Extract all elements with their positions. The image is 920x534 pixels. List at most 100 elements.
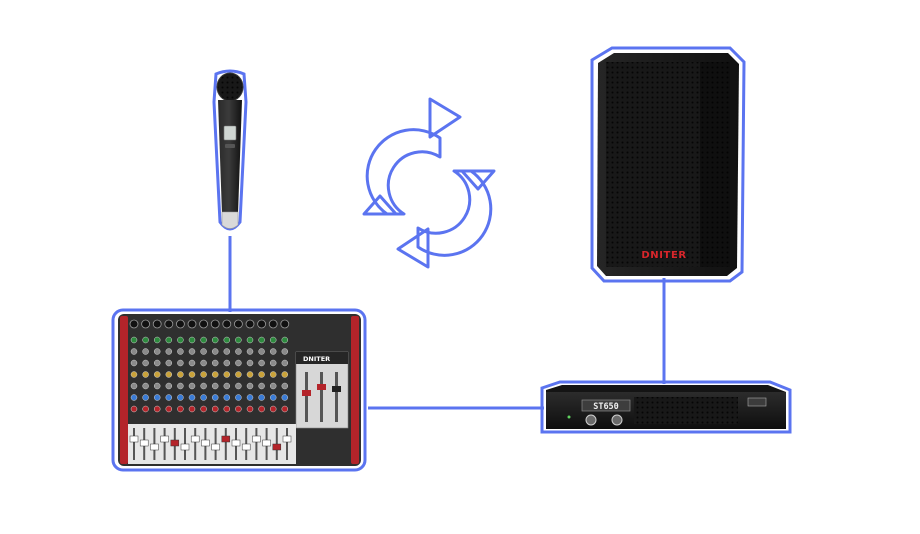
microphone-grille <box>216 72 244 102</box>
mixer-channel-knob <box>153 394 161 401</box>
mixer-fader-cap <box>211 443 220 451</box>
mixer-fader-cap <box>180 443 190 451</box>
mixer-channel-knob <box>269 371 277 378</box>
mixer-channel-knob <box>200 405 207 413</box>
mixer-input-jack <box>187 319 197 329</box>
mixer-channel-knob <box>142 348 149 355</box>
amplifier-model-badge <box>581 399 631 412</box>
mixer-fader-cap <box>262 439 271 447</box>
mixer-channel-knob <box>281 371 289 378</box>
mixer-fader-cap <box>241 443 251 451</box>
audio-mixer: DNITER <box>111 308 367 472</box>
mixer-channel-knob <box>281 394 289 401</box>
mixer-fader-cap <box>150 443 159 451</box>
mixer-channel-strips <box>129 319 290 413</box>
mixer-channel-knob <box>235 405 242 413</box>
speaker-brand-logo: DNITER <box>641 250 686 261</box>
mixer-input-jack <box>245 319 255 329</box>
mixer-channel-knob <box>211 382 219 390</box>
mixer-channel-knob <box>153 348 161 355</box>
mixer-channel-knob <box>142 371 149 378</box>
mixer-channel-knob <box>246 371 254 378</box>
mixer-channel-knob <box>211 394 219 401</box>
mixer-input-jack <box>164 319 174 329</box>
mixer-channel-knob <box>130 371 138 378</box>
mixer-channel-knob <box>188 371 196 378</box>
mixer-fader-cap <box>190 435 200 443</box>
mixer-channel-knob <box>165 382 173 390</box>
mixer-channel-knob <box>258 359 265 367</box>
amplifier-model-label: ST650 <box>593 402 619 412</box>
mixer-channel-knob <box>130 405 138 413</box>
mixer-channel-knob <box>281 348 289 355</box>
mixer-channel-knob <box>165 336 173 344</box>
mixer-fader-cap <box>221 435 231 443</box>
mixer-channel-knob <box>142 359 149 367</box>
mixer-channel-knob <box>258 371 265 378</box>
mixer-channel-knob <box>130 394 138 401</box>
mixer-input-jack <box>175 319 185 329</box>
mixer-input-jack <box>222 319 232 329</box>
mixer-input-jack <box>141 319 151 329</box>
mixer-channel-knob <box>200 371 207 378</box>
mixer-channel-knob <box>258 348 265 355</box>
mixer-channel-knob <box>165 371 173 378</box>
mixer-channel-knob <box>130 336 138 344</box>
mixer-channel-knob <box>200 394 207 401</box>
mixer-input-jack <box>268 319 278 329</box>
mixer-channel-knob <box>223 359 231 367</box>
mixer-channel-knob <box>235 336 242 344</box>
mixer-channel-knob <box>223 371 231 378</box>
mixer-fader-cap <box>160 435 169 443</box>
mixer-channel-knob <box>188 359 196 367</box>
mixer-channel-knob <box>246 405 254 413</box>
mixer-channel-knob <box>142 382 149 390</box>
mixer-channel-knob <box>211 359 219 367</box>
microphone-display <box>223 125 237 141</box>
mixer-channel-knob <box>211 336 219 344</box>
mixer-channel-knob <box>281 405 289 413</box>
mixer-input-jack <box>199 319 209 329</box>
mixer-channel-knob <box>223 405 231 413</box>
mixer-channel-knob <box>153 371 161 378</box>
mixer-channel-knob <box>211 371 219 378</box>
mixer-channel-knob <box>153 359 161 367</box>
mixer-channel-knob <box>153 405 161 413</box>
mixer-channel-knob <box>269 394 277 401</box>
mixer-channel-knob <box>223 394 231 401</box>
mixer-channel-knob <box>235 382 242 390</box>
loudspeaker: DNITER <box>590 46 746 283</box>
mixer-channel-knob <box>177 348 184 355</box>
mixer-fader-cap <box>282 435 292 443</box>
mixer-input-jack <box>233 319 243 329</box>
mixer-channel-knob <box>188 348 196 355</box>
mixer-channel-knob <box>177 359 184 367</box>
mixer-channel-knob <box>200 382 207 390</box>
mixer-channel-knob <box>142 405 149 413</box>
mixer-fader-cap <box>170 439 180 447</box>
mixer-channel-knob <box>269 405 277 413</box>
mixer-channel-knob <box>281 382 289 390</box>
mixer-channel-knob <box>246 336 254 344</box>
mixer-channel-knob <box>130 382 138 390</box>
mixer-channel-knob <box>235 371 242 378</box>
mixer-channel-knob <box>246 348 254 355</box>
amplifier-knob-right <box>611 414 623 426</box>
speaker-grille <box>606 62 730 267</box>
mixer-input-jack <box>280 319 290 329</box>
mixer-channel-knob <box>188 394 196 401</box>
mixer-channel-knob <box>188 336 196 344</box>
mixer-channel-knob <box>269 336 277 344</box>
mixer-channel-knob <box>142 394 149 401</box>
mixer-fader-cap <box>129 435 139 443</box>
mixer-fader-track <box>194 428 197 460</box>
mixer-channel-knob <box>211 348 219 355</box>
mixer-channel-knob <box>223 348 231 355</box>
mixer-channel-knob <box>211 405 219 413</box>
mixer-channel-knob <box>235 348 242 355</box>
mixer-channel-knob <box>165 348 173 355</box>
mixer-channel-knob <box>165 394 173 401</box>
mixer-channel-knob <box>142 336 149 344</box>
mixer-channel-knob <box>130 359 138 367</box>
